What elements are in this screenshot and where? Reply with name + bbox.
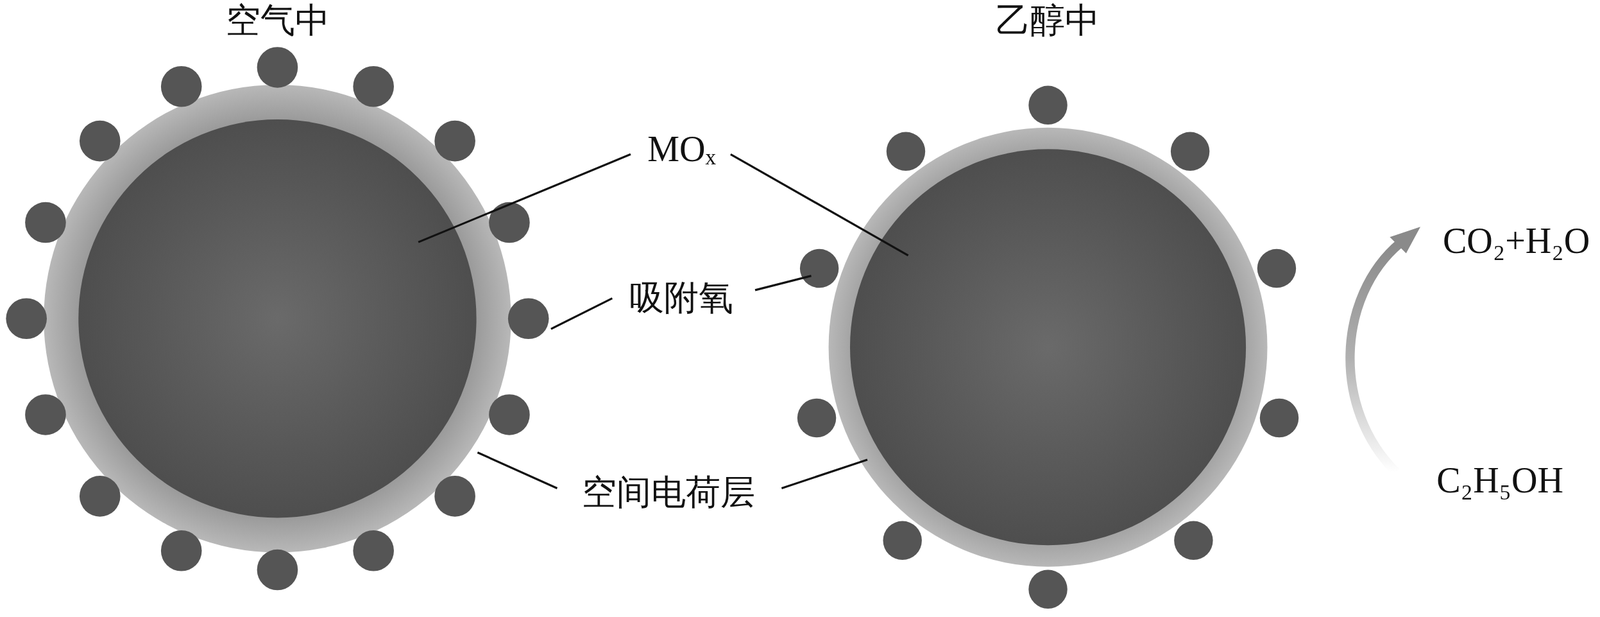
adsorbed-oxygen: [353, 529, 395, 571]
adsorbed-oxygen: [6, 297, 48, 339]
adsorbed-oxygen: [79, 120, 121, 162]
adsorbed-oxygen: [25, 393, 67, 435]
adsorbed-oxygen: [488, 202, 530, 244]
space-charge-layer: [43, 84, 511, 552]
leader-line: [551, 298, 613, 330]
adsorbed-oxygen: [434, 475, 476, 517]
adsorbed-oxygen: [257, 549, 299, 591]
part-label: 吸附氧: [629, 280, 734, 315]
part-label: CO₂+H₂O: [1442, 222, 1590, 259]
adsorbed-oxygen: [25, 202, 67, 244]
part-label: C₂H₅OH: [1436, 461, 1564, 498]
adsorbed-oxygen: [434, 120, 476, 162]
panel-heading: 乙醇中: [782, 0, 1314, 38]
adsorbed-oxygen: [257, 46, 299, 88]
adsorbed-oxygen: [161, 529, 203, 571]
adsorbed-oxygen: [1028, 569, 1067, 609]
sensor-particle: 空气中: [1, 0, 554, 617]
particle-shape: [782, 0, 1314, 617]
leader-line: [781, 459, 868, 489]
reaction-arrow: [1349, 243, 1400, 472]
panel-heading: 空气中: [1, 0, 554, 38]
adsorbed-oxygen: [353, 66, 395, 108]
adsorbed-oxygen: [79, 475, 121, 517]
leader-line: [730, 153, 909, 255]
adsorbed-oxygen: [488, 393, 530, 435]
arrow-head: [1389, 226, 1421, 253]
adsorbed-oxygen: [1174, 520, 1213, 560]
part-label: MOₓ: [647, 130, 716, 167]
space-charge-layer: [828, 127, 1268, 567]
oxide-core: [850, 148, 1246, 545]
adsorbed-oxygen: [800, 248, 839, 288]
adsorbed-oxygen: [882, 520, 922, 560]
adsorbed-oxygen: [1259, 398, 1299, 437]
adsorbed-oxygen: [797, 398, 836, 437]
adsorbed-oxygen: [1170, 132, 1210, 171]
particle-shape: [1, 0, 554, 617]
adsorbed-oxygen: [886, 132, 926, 171]
adsorbed-oxygen: [508, 297, 550, 339]
oxide-core: [78, 119, 477, 518]
sensor-particle: 乙醇中: [782, 0, 1314, 617]
leader-line: [755, 275, 811, 290]
leader-line: [477, 452, 557, 489]
leader-line: [418, 153, 631, 242]
adsorbed-oxygen: [1257, 248, 1296, 288]
adsorbed-oxygen: [1028, 85, 1067, 125]
part-label: 空间电荷层: [581, 474, 756, 510]
adsorbed-oxygen: [161, 66, 203, 108]
